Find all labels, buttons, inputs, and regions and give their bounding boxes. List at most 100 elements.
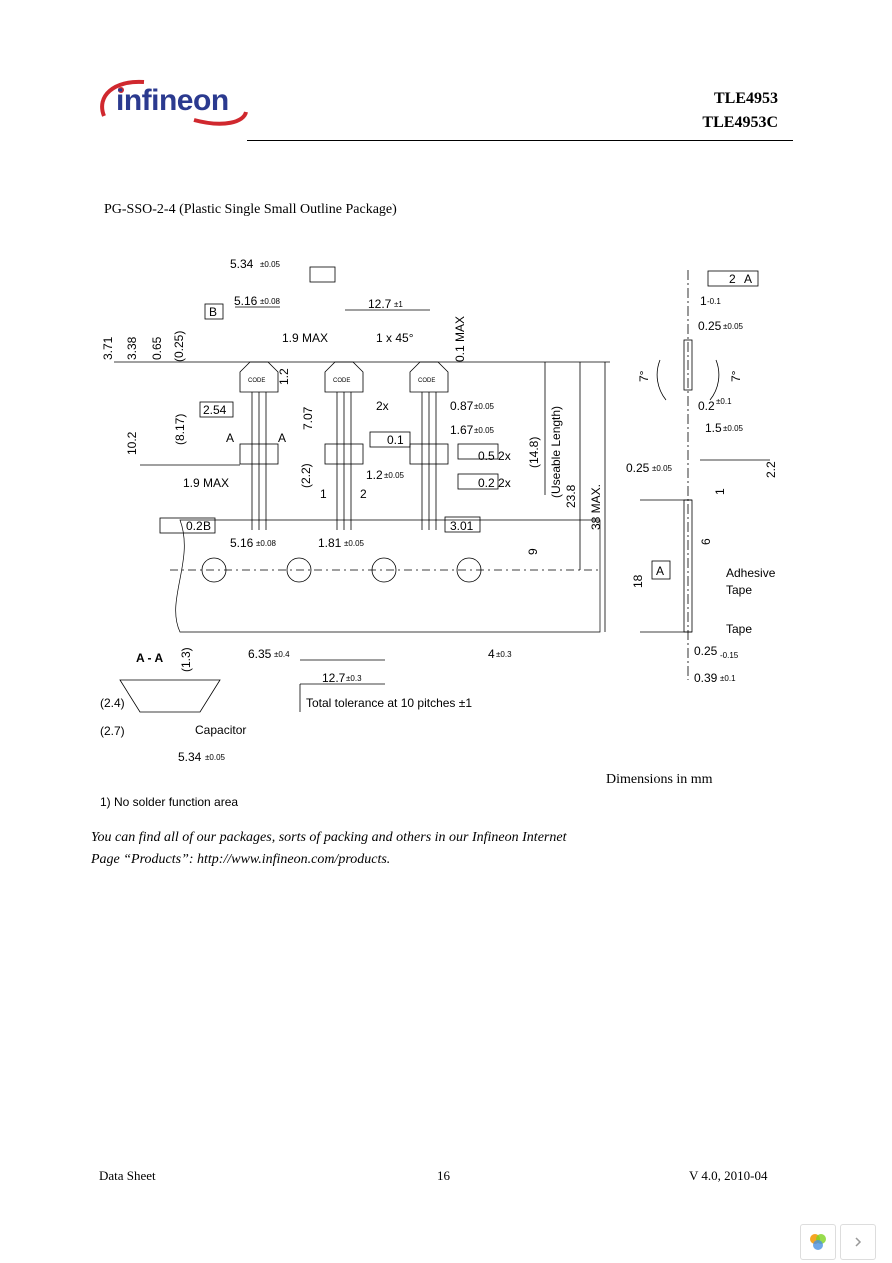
dim-102: 10.2 <box>125 431 139 455</box>
dim-1x45: 1 x 45° <box>376 331 414 345</box>
datum-a-left: A <box>226 431 234 445</box>
dim-22p: (2.2) <box>299 463 313 488</box>
dim-148: (14.8) <box>527 437 541 468</box>
dim-12b: 1.2 <box>366 468 383 482</box>
dim-01: 0.1 <box>387 433 404 447</box>
r-datum-a: A <box>744 272 752 286</box>
dim-635: 6.35 <box>248 647 272 661</box>
package-drawing: 5.34 ±0.05 5.16 ±0.08 B 12.7 ±1 1.9 MAX … <box>100 257 778 809</box>
r-adhesive: Adhesive <box>726 566 776 580</box>
dim-371: 3.71 <box>101 336 115 360</box>
dim-4-tol: ±0.3 <box>496 650 512 659</box>
dim-useable: (Useable Length) <box>549 406 563 498</box>
r-dim-6: 6 <box>699 538 713 545</box>
logo-wordmark: infineon <box>116 84 229 117</box>
dim-534-b: 5.34 <box>178 750 202 764</box>
dim-19max: 1.9 MAX <box>282 331 328 345</box>
dim-19max-b: 1.9 MAX <box>183 476 229 490</box>
datum-b-ref: B <box>203 519 211 533</box>
dim-13p: (1.3) <box>179 647 193 672</box>
package-title: PG-SSO-2-4 (Plastic Single Small Outline… <box>104 202 397 217</box>
r-dim-1: 1 <box>700 294 707 308</box>
r-datum-a-box: A <box>656 564 664 578</box>
dim-817: (8.17) <box>173 414 187 445</box>
r-dim-039-tol: ±0.1 <box>720 674 736 683</box>
total-tolerance: Total tolerance at 10 pitches ±1 <box>306 696 472 710</box>
viewer-logo-button[interactable] <box>800 1224 836 1260</box>
r-adhesive-tape: Tape <box>726 583 752 597</box>
dim-534-tol: ±0.05 <box>260 260 281 269</box>
dim-01max: 0.1 MAX <box>453 316 467 362</box>
dim-27p: (2.7) <box>100 724 125 738</box>
dim-065: 0.65 <box>150 336 164 360</box>
r-tape: Tape <box>726 622 752 636</box>
r-dim-025b: 0.25 <box>626 461 650 475</box>
dim-12b-tol: ±0.05 <box>384 471 405 480</box>
logo-swoosh-icon <box>100 79 248 126</box>
dim-181-tol: ±0.05 <box>344 539 365 548</box>
r-dim-025c: 0.25 <box>694 644 718 658</box>
product-title-2: TLE4953C <box>702 114 778 131</box>
capacitor-label: Capacitor <box>195 723 246 737</box>
dim-127b: 12.7 <box>322 671 346 685</box>
code-1: CODE <box>248 378 265 384</box>
footer-page-number: 16 <box>437 1168 450 1183</box>
dim-167: 1.67 <box>450 423 474 437</box>
r-dim-025: 0.25 <box>698 319 722 333</box>
note-line-1: You can find all of our packages, sorts … <box>91 830 567 845</box>
dim-516-tol: ±0.08 <box>260 297 281 306</box>
r-angle-right: 7° <box>729 370 743 382</box>
dim-127-tol: ±1 <box>394 300 403 309</box>
dim-9: 9 <box>526 548 540 555</box>
footnote: 1) No solder function area <box>100 795 238 809</box>
dim-516: 5.16 <box>234 294 258 308</box>
r-dim-22: 2.2 <box>764 461 778 478</box>
footer-left: Data Sheet <box>99 1168 156 1183</box>
component-2 <box>324 361 364 530</box>
product-title-1: TLE4953 <box>713 90 778 107</box>
dim-127: 12.7 <box>368 297 392 311</box>
dim-025p: (0.25) <box>172 331 186 362</box>
dim-087: 0.87 <box>450 399 474 413</box>
dim-301: 3.01 <box>450 519 474 533</box>
r-dim-039: 0.39 <box>694 671 718 685</box>
dim-254: 2.54 <box>203 403 227 417</box>
r-dim-1-tol: -0.1 <box>707 297 721 306</box>
dim-167-tol: ±0.05 <box>474 426 495 435</box>
dim-534: 5.34 <box>230 257 254 271</box>
dim-707: 7.07 <box>301 406 315 430</box>
dim-635-tol: ±0.4 <box>274 650 290 659</box>
dim-181: 1.81 <box>318 536 342 550</box>
header-rule <box>247 140 793 141</box>
dim-338: 3.38 <box>125 336 139 360</box>
pin-1: 1 <box>320 487 327 501</box>
r-dim-2a: 2 <box>729 272 736 286</box>
dim-534-b-tol: ±0.05 <box>205 753 226 762</box>
r-dim-025-tol: ±0.05 <box>723 322 744 331</box>
chevron-right-icon <box>855 1237 862 1247</box>
dim-02-2x: 0.2 2x <box>478 476 511 490</box>
r-dim-18: 18 <box>631 574 645 588</box>
dim-4: 4 <box>488 647 495 661</box>
dim-38max: 38 MAX. <box>589 484 603 530</box>
dim-2x: 2x <box>376 399 389 413</box>
note-line-2: Page “Products”: http://www.infineon.com… <box>91 852 391 867</box>
units-note: Dimensions in mm <box>606 772 713 787</box>
infineon-logo: infineon <box>94 76 254 136</box>
dim-127b-tol: ±0.3 <box>346 674 362 683</box>
code-2: CODE <box>333 378 350 384</box>
dim-238: 23.8 <box>564 484 578 508</box>
dim-05-2x: 0.5 2x <box>478 449 511 463</box>
next-page-button[interactable] <box>840 1224 876 1260</box>
dim-24p: (2.4) <box>100 696 125 710</box>
r-dim-02: 0.2 <box>698 399 715 413</box>
pin-2: 2 <box>360 487 367 501</box>
r-dim-15: 1.5 <box>705 421 722 435</box>
component-1 <box>239 361 279 530</box>
dim-12: 1.2 <box>277 368 291 385</box>
code-3: CODE <box>418 378 435 384</box>
r-angle-left: 7° <box>637 370 651 382</box>
dim-087-tol: ±0.05 <box>474 402 495 411</box>
r-dim-1b: 1 <box>713 488 727 495</box>
datum-a-right: A <box>278 431 286 445</box>
